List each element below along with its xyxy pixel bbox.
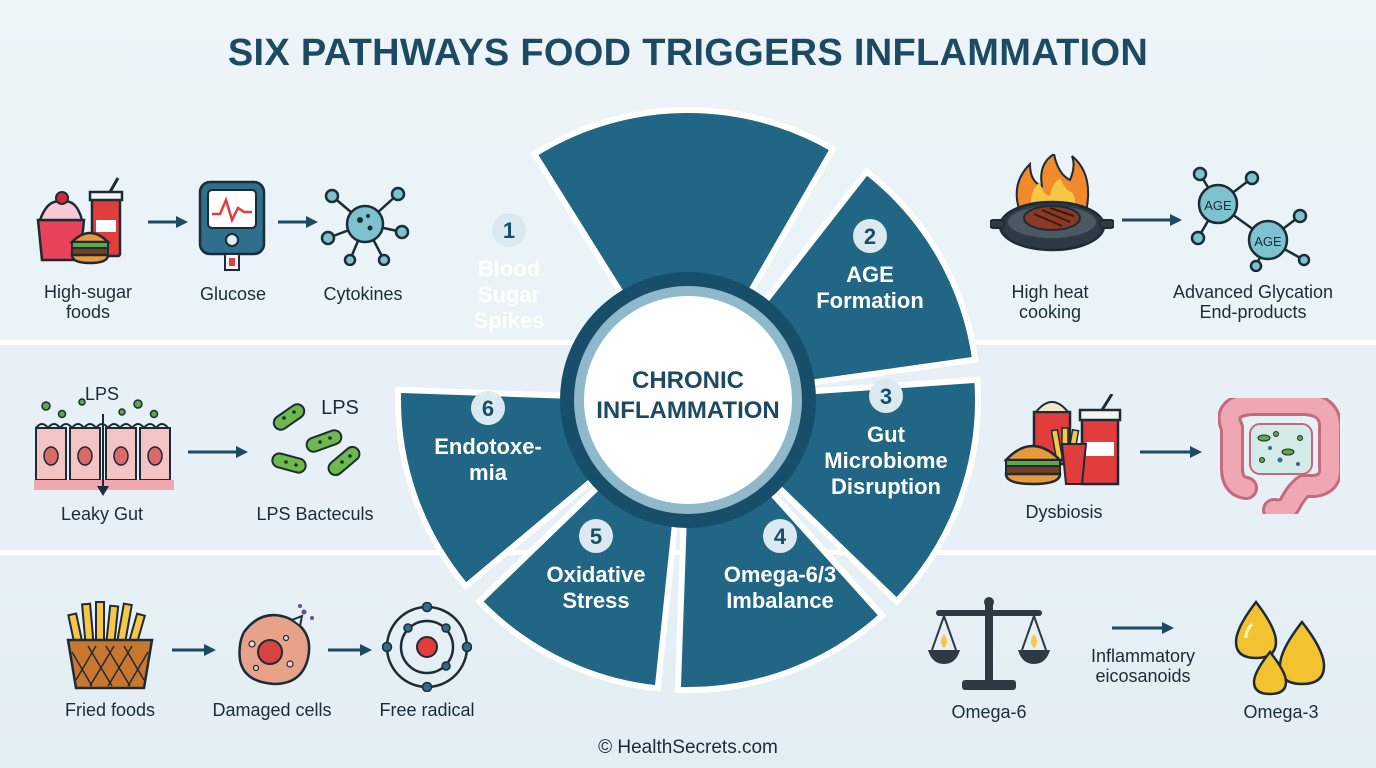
balance-scale-icon bbox=[928, 597, 1050, 690]
pathway-label: Gut bbox=[867, 422, 906, 447]
high-sugar-foods-icon bbox=[36, 177, 124, 265]
pathway-label: mia bbox=[469, 460, 508, 485]
leaky-gut-label: Leaky Gut bbox=[60, 504, 144, 524]
arrow-icon bbox=[1112, 622, 1174, 634]
pathway-number: 6 bbox=[482, 396, 494, 421]
footer-copyright: © HealthSecrets.com bbox=[598, 737, 778, 758]
pathway-label: Spikes bbox=[474, 308, 545, 333]
junk-food-icon bbox=[1004, 394, 1122, 486]
pathway-number: 1 bbox=[503, 218, 515, 243]
pathway-label: AGE bbox=[846, 262, 894, 287]
lps-tag: LPS bbox=[321, 397, 359, 419]
fried-foods-icon bbox=[66, 601, 154, 690]
arrow-icon bbox=[1140, 446, 1202, 458]
arrow-icon bbox=[328, 644, 372, 656]
pathway-number-badge bbox=[492, 213, 526, 247]
free-radical-atom-icon bbox=[382, 602, 472, 692]
page-title: SIX PATHWAYS FOOD TRIGGERS INFLAMMATION bbox=[227, 32, 1149, 74]
pathway-label: Oxidative bbox=[546, 562, 645, 587]
pathway-label: Sugar bbox=[478, 282, 541, 307]
age-molecule-icon bbox=[1190, 166, 1311, 272]
arrow-icon bbox=[1122, 214, 1182, 226]
arrow-icon bbox=[188, 446, 248, 458]
center-title-line2: INFLAMMATION bbox=[596, 397, 780, 424]
cytokines-label: Cytokines bbox=[323, 284, 403, 304]
free-radical-label: Free radical bbox=[379, 700, 475, 720]
damaged-cell-icon bbox=[238, 604, 314, 686]
pathway-label: Disruption bbox=[831, 474, 941, 499]
arrow-icon bbox=[172, 644, 216, 656]
pathway-number: 4 bbox=[774, 524, 787, 549]
pathway-number-badge bbox=[869, 379, 903, 413]
pathway-label: Microbiome bbox=[824, 448, 947, 473]
cytokine-molecule-icon bbox=[320, 186, 410, 266]
glucose-meter-icon bbox=[198, 180, 266, 271]
pathway-number: 3 bbox=[880, 384, 892, 409]
pathway-number: 2 bbox=[864, 224, 876, 249]
lps-tag: LPS bbox=[84, 384, 120, 404]
pathway-number: 5 bbox=[590, 524, 602, 549]
dysbiosis-label: Dysbiosis bbox=[1025, 502, 1103, 522]
leaky-gut-icon bbox=[34, 398, 174, 496]
intestine-icon bbox=[1218, 398, 1340, 514]
pathway-label: Omega-6/3 bbox=[724, 562, 837, 587]
pathway-label: Endotoxe- bbox=[434, 434, 542, 459]
damaged-cells-label: Damaged cells bbox=[212, 700, 332, 720]
omega-6-label: Omega-6 bbox=[951, 702, 1027, 722]
arrow-icon bbox=[278, 216, 318, 228]
oil-drops-icon bbox=[1234, 599, 1326, 696]
center-title-line1: CHRONIC bbox=[632, 367, 744, 394]
pathway-label: Blood bbox=[478, 256, 540, 281]
glucose-label: Glucose bbox=[199, 284, 267, 304]
pathway-number-badge bbox=[471, 391, 505, 425]
arrow-icon bbox=[148, 216, 188, 228]
center-circle bbox=[584, 296, 792, 504]
pathway-number-badge bbox=[763, 519, 797, 553]
age-tag: AGE bbox=[1204, 198, 1232, 213]
omega-3-label: Omega-3 bbox=[1243, 702, 1319, 722]
lps-bacteria-icon bbox=[271, 403, 361, 477]
grill-steak-icon bbox=[990, 154, 1114, 252]
pathway-label: Stress bbox=[562, 588, 629, 613]
lps-bacteria-label: LPS Bacteculs bbox=[256, 504, 374, 524]
pathway-number-badge bbox=[579, 519, 613, 553]
pathway-label: Imbalance bbox=[726, 588, 834, 613]
age-tag: AGE bbox=[1254, 234, 1282, 249]
pathway-label: Formation bbox=[816, 288, 924, 313]
fried-foods-label: Fried foods bbox=[64, 700, 156, 720]
pathway-number-badge bbox=[853, 219, 887, 253]
